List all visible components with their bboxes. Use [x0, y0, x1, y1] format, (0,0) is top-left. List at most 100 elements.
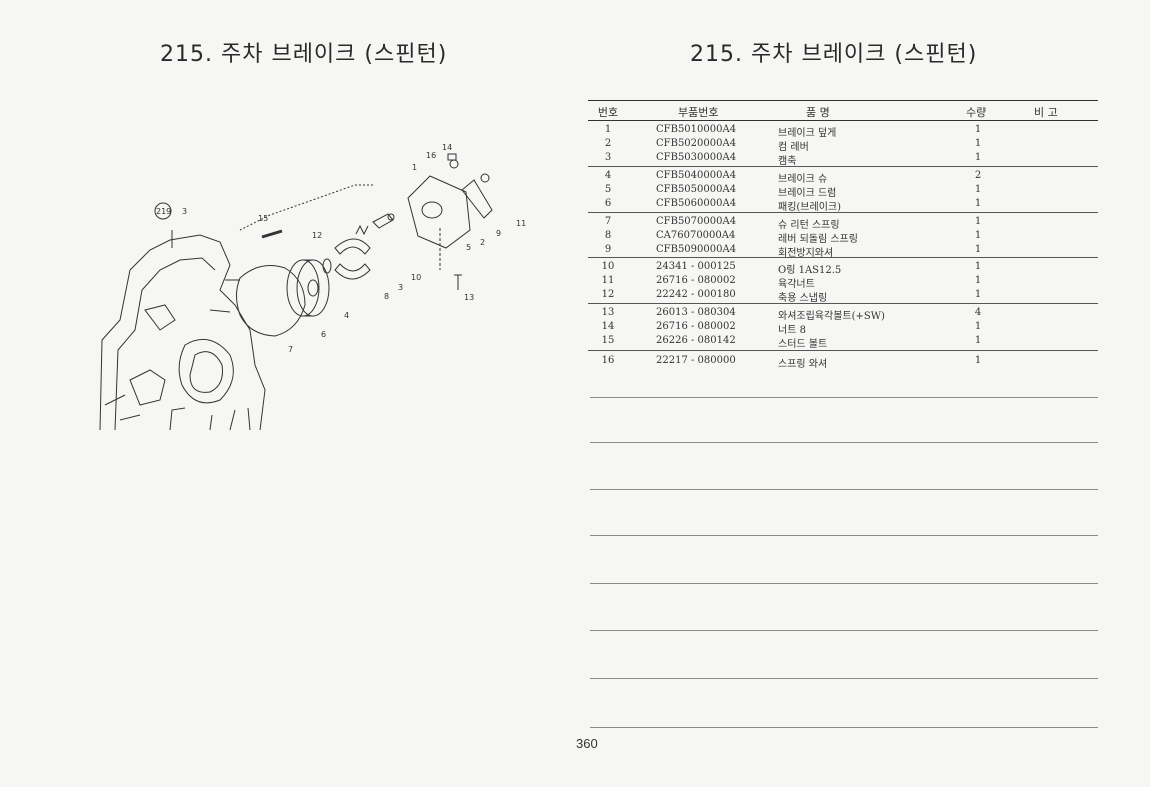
row-no: 4 [604, 170, 612, 181]
row-name: 컴 레버 [778, 142, 809, 153]
row-part-no: CFB5060000A4 [656, 198, 737, 209]
row-no: 2 [604, 138, 612, 149]
table-row: 3 CFB5030000A4 캠축 1 [588, 152, 1098, 167]
callout-2: 2 [480, 238, 485, 247]
callout-5: 5 [466, 243, 471, 252]
snap-ring-shape [322, 258, 332, 274]
row-name: 브레이크 슈 [778, 174, 828, 185]
row-qty: 1 [974, 152, 982, 163]
row-name: 너트 8 [778, 325, 806, 336]
callout-1: 1 [412, 163, 417, 172]
row-part-no: 24341 - 000125 [656, 261, 736, 272]
header-part-no: 부품번호 [678, 106, 719, 119]
row-qty: 1 [974, 321, 982, 332]
row-qty: 1 [974, 124, 982, 135]
row-part-no: CFB5030000A4 [656, 152, 737, 163]
header-no: 번호 [597, 106, 619, 119]
row-qty: 1 [974, 335, 982, 346]
gasket-shape [236, 265, 306, 337]
nut-shape [480, 173, 490, 183]
row-name: 패킹(브레이크) [778, 202, 842, 213]
callout-15: 15 [258, 214, 268, 223]
row-no: 12 [601, 289, 615, 300]
row-qty: 1 [974, 289, 982, 300]
row-part-no: CFB5050000A4 [656, 184, 737, 195]
page-title-left: 215. 주차 브레이크 (스핀턴) [160, 42, 448, 67]
row-no: 11 [601, 275, 615, 286]
cover-boss-shape [421, 201, 443, 219]
page-title-right: 215. 주차 브레이크 (스핀턴) [690, 42, 978, 67]
row-no: 9 [604, 244, 612, 255]
row-name: 회전방지와셔 [778, 248, 834, 259]
row-part-no: CFB5010000A4 [656, 124, 737, 135]
row-no: 13 [601, 307, 615, 318]
row-name: 슈 리턴 스프링 [778, 220, 840, 231]
row-qty: 1 [974, 184, 982, 195]
row-qty: 1 [974, 244, 982, 255]
row-no: 8 [604, 230, 612, 241]
ref-callout-suffix: 3 [182, 207, 187, 216]
row-qty: 1 [974, 355, 982, 366]
row-no: 14 [601, 321, 615, 332]
header-name: 품 명 [806, 106, 830, 119]
row-qty: 2 [974, 170, 982, 181]
callout-3: 3 [398, 283, 403, 292]
row-name: 레버 되돌림 스프링 [778, 234, 858, 245]
row-qty: 1 [974, 261, 982, 272]
row-part-no: 26716 - 080002 [656, 321, 736, 332]
table-row: 9 CFB5090000A4 회전방지와셔 1 [588, 244, 1098, 259]
row-no: 6 [604, 198, 612, 209]
brake-cover-shape [407, 175, 471, 249]
row-part-no: CFB5070000A4 [656, 216, 737, 227]
callout-11: 11 [516, 219, 526, 228]
cam-lever-shape [461, 179, 493, 219]
group-divider [588, 257, 1098, 258]
exploded-parts-diagram: 1 2 3 4 5 6 7 8 9 10 11 12 13 14 15 16 2… [99, 143, 526, 431]
row-qty: 1 [974, 216, 982, 227]
row-no: 7 [604, 216, 612, 227]
row-part-no: 22217 - 080000 [656, 355, 736, 366]
row-part-no: CFB5090000A4 [656, 244, 737, 255]
callout-12: 12 [312, 231, 322, 240]
row-name: 스프링 와셔 [778, 359, 828, 370]
row-part-no: 26716 - 080002 [656, 275, 736, 286]
group-divider [588, 166, 1098, 167]
header-qty: 수량 [966, 106, 987, 119]
group-divider [588, 212, 1098, 213]
page-number: 360 [576, 736, 598, 751]
callout-14: 14 [442, 143, 452, 152]
row-no: 5 [604, 184, 612, 195]
header-remark: 비 고 [1034, 106, 1058, 119]
callout-16: 16 [426, 151, 436, 160]
row-no: 1 [604, 124, 612, 135]
row-name: 와셔조립육각볼트(+SW) [778, 311, 885, 322]
stud-bolt-shape [261, 229, 283, 239]
row-qty: 1 [974, 138, 982, 149]
cam-shaft-shape [372, 213, 394, 229]
table-row: 7 CFB5070000A4 슈 리턴 스프링 1 [588, 216, 1098, 231]
row-qty: 1 [974, 275, 982, 286]
row-name: 육각너트 [778, 279, 815, 290]
callout-7: 7 [288, 345, 293, 354]
washer-shape [449, 159, 459, 169]
group-divider [588, 350, 1098, 351]
row-qty: 4 [974, 307, 982, 318]
brake-drum-shape [286, 259, 330, 317]
row-qty: 1 [974, 230, 982, 241]
row-no: 3 [604, 152, 612, 163]
callout-4: 4 [344, 311, 349, 320]
row-name: 캠축 [778, 156, 797, 167]
callout-6: 6 [321, 330, 326, 339]
row-name: O링 1AS12.5 [778, 265, 842, 276]
brake-shoes-shape [334, 238, 371, 280]
row-part-no: 26226 - 080142 [656, 335, 736, 346]
